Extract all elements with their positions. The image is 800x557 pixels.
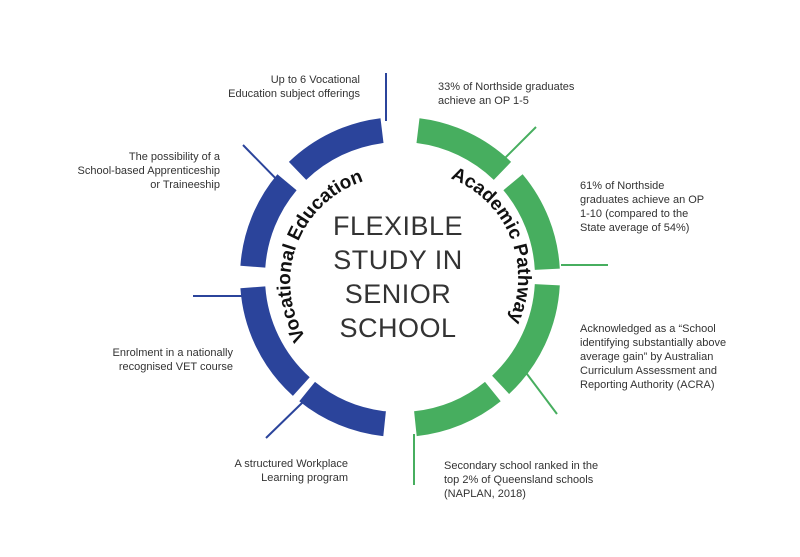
center-title-line: SENIOR <box>344 279 452 309</box>
center-title-line: FLEXIBLE <box>332 211 464 241</box>
vocational-leader-line <box>265 401 304 439</box>
vocational-ring-segment <box>299 381 386 437</box>
academic-leader-line <box>520 365 558 415</box>
center-title-line: SCHOOL <box>339 313 457 343</box>
center-title-line: STUDY IN <box>333 245 463 275</box>
vocational-leader-line <box>242 144 289 192</box>
vocational-ring-segment <box>240 174 297 268</box>
academic-ring-segment <box>416 118 512 180</box>
academic-ring-segment <box>503 174 560 270</box>
academic-leader-line <box>499 126 537 164</box>
vocational-ring-segment <box>240 286 310 396</box>
academic-ring-segment <box>414 381 501 437</box>
center-title: FLEXIBLE STUDY IN SENIOR SCHOOL <box>298 209 498 345</box>
academic-ring-segment <box>492 284 560 394</box>
vocational-ring-segment <box>288 118 384 180</box>
